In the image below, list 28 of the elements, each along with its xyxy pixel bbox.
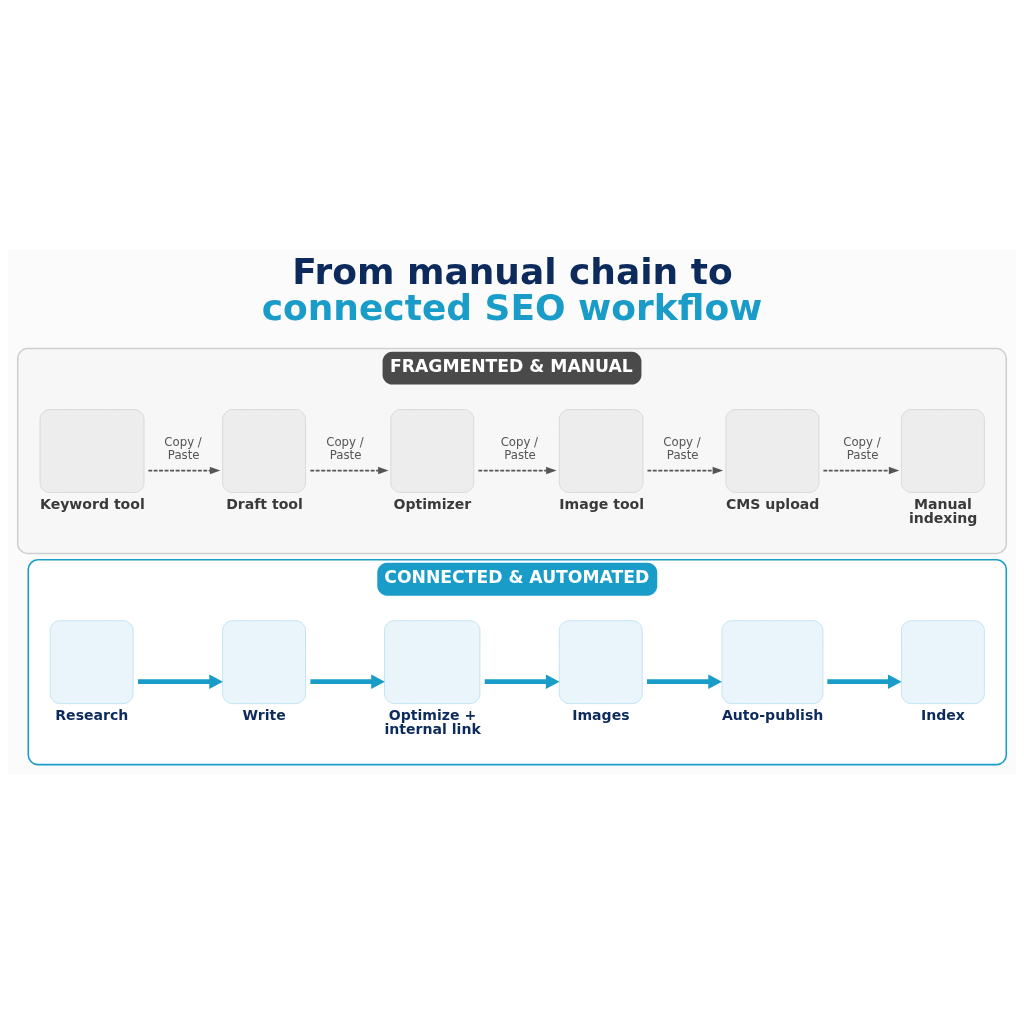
node-label: Optimizer (393, 496, 472, 513)
edge-label: Copy / Paste (500, 434, 539, 462)
node-label: Image tool (559, 496, 645, 513)
arrow (827, 674, 902, 689)
node-label: Images (572, 707, 630, 724)
node-label: Auto-publish (721, 707, 824, 724)
node-label: Index (921, 707, 965, 724)
arrow (647, 674, 722, 689)
node-label: Write (242, 707, 286, 724)
arrow (147, 466, 221, 475)
arrow (646, 466, 724, 475)
node-label: Draft tool (226, 496, 303, 513)
edge-label: Copy / Paste (843, 434, 881, 462)
node-label: Manual indexing (908, 496, 978, 527)
node-label: CMS upload (725, 496, 820, 513)
arrow (484, 674, 560, 689)
edge-label: Copy / Paste (663, 434, 701, 462)
arrow (309, 466, 389, 475)
arrow (138, 674, 223, 689)
edge-label: Copy / Paste (164, 434, 202, 462)
node-label: Optimize + internal link (384, 707, 481, 738)
node-label: Keyword tool (40, 496, 145, 513)
arrow (822, 466, 900, 475)
node-label: Research (55, 707, 129, 724)
arrow (310, 674, 385, 689)
arrow (477, 466, 557, 475)
edge-label: Copy / Paste (326, 434, 364, 462)
diagram-title: From manual chain to connected SEO workflow (261, 251, 763, 329)
